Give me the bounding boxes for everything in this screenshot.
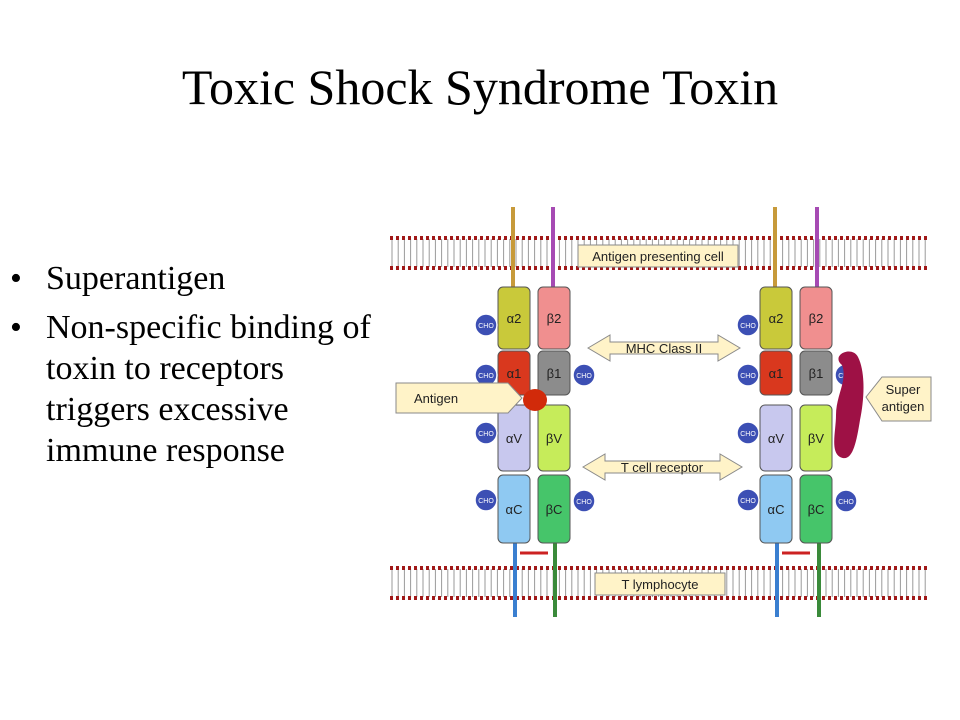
bullet-list: • Superantigen • Non-specific binding of… (8, 258, 378, 479)
cho-label: CHO (838, 499, 854, 506)
domain-label: α2 (507, 311, 522, 326)
tcr-arrow (582, 453, 743, 481)
domain-av-right: αV (759, 404, 793, 472)
apc-label: Antigen presenting cell (592, 249, 724, 264)
tlymph-label: T lymphocyte (621, 577, 698, 592)
bullet-item: • Non-specific binding of toxin to recep… (8, 307, 378, 471)
cho-label: CHO (740, 373, 756, 380)
domain-bv-left: βV (537, 404, 571, 472)
bullet-marker: • (10, 309, 22, 346)
mhc-label: MHC Class II (626, 341, 703, 356)
bullet-text: Superantigen (46, 260, 226, 297)
cho-group: CHO (834, 489, 858, 513)
bullet-text: Non-specific binding of toxin to recepto… (46, 309, 371, 469)
domain-bv-right: βV (799, 404, 833, 472)
domain-label: β1 (547, 366, 562, 381)
protein-domains: α2 β2 α1 β1 αV βV αC βC α2 β2 α1 β1 αV βV αC βC (497, 286, 833, 544)
antigen-peptide (523, 389, 547, 411)
antigen-pointer (395, 382, 523, 414)
domain-label: βV (808, 431, 824, 446)
mhc-arrow (587, 334, 741, 362)
domain-a2-left: α2 (497, 286, 531, 350)
cho-label: CHO (576, 499, 592, 506)
cho-label: CHO (740, 323, 756, 330)
domain-b1-right: β1 (799, 350, 833, 396)
tcr-label: T cell receptor (621, 460, 704, 475)
superantigen-label-2: antigen (882, 399, 925, 414)
superantigen-molecule (834, 351, 864, 459)
domain-b2-left: β2 (537, 286, 571, 350)
domain-bc-left: βC (537, 474, 571, 544)
domain-av-left: αV (497, 404, 531, 472)
cho-label: CHO (740, 498, 756, 505)
domain-label: α1 (507, 366, 522, 381)
cho-group: CHO (474, 313, 498, 337)
cho-group: CHO (474, 421, 498, 445)
domain-a2-right: α2 (759, 286, 793, 350)
domain-label: β2 (547, 311, 562, 326)
domain-label: β2 (809, 311, 824, 326)
domain-b1-left: β1 (537, 350, 571, 396)
superantigen-pointer (865, 376, 932, 422)
domain-label: β1 (809, 366, 824, 381)
superantigen-diagram: α2 β2 α1 β1 αV βV αC βC α2 β2 α1 β1 αV βV αC βC CHO CHO C… (390, 207, 932, 617)
cho-label: CHO (576, 373, 592, 380)
cho-group: CHO (736, 363, 760, 387)
antigen-label: Antigen (414, 391, 458, 406)
domain-label: βC (546, 502, 563, 517)
cho-group: CHO (736, 488, 760, 512)
cho-label: CHO (740, 431, 756, 438)
cho-group: CHO (572, 363, 596, 387)
domain-ac-right: αC (759, 474, 793, 544)
domain-b2-right: β2 (799, 286, 833, 350)
cho-group: CHO (474, 488, 498, 512)
cho-group: CHO (736, 421, 760, 445)
domain-label: βV (546, 431, 562, 446)
domain-label: αV (506, 431, 523, 446)
tlymph-label-box (594, 572, 726, 596)
domain-label: βC (808, 502, 825, 517)
domain-bc-right: βC (799, 474, 833, 544)
domain-label: αC (506, 502, 523, 517)
domain-ac-left: αC (497, 474, 531, 544)
cho-group: CHO (736, 313, 760, 337)
apc-label-box (577, 244, 739, 268)
domain-label: αC (768, 502, 785, 517)
slide-title: Toxic Shock Syndrome Toxin (181, 59, 779, 115)
cho-label: CHO (478, 431, 494, 438)
cho-label: CHO (478, 498, 494, 505)
bullet-item: • Superantigen (8, 258, 378, 299)
cho-group: CHO (572, 489, 596, 513)
bullet-marker: • (10, 260, 22, 297)
receptor-stems (511, 207, 821, 617)
cho-label: CHO (478, 323, 494, 330)
domain-label: αV (768, 431, 785, 446)
cho-label: CHO (478, 373, 494, 380)
domain-label: α1 (769, 366, 784, 381)
superantigen-label-1: Super (886, 382, 921, 397)
domain-a1-right: α1 (759, 350, 793, 396)
domain-label: α2 (769, 311, 784, 326)
